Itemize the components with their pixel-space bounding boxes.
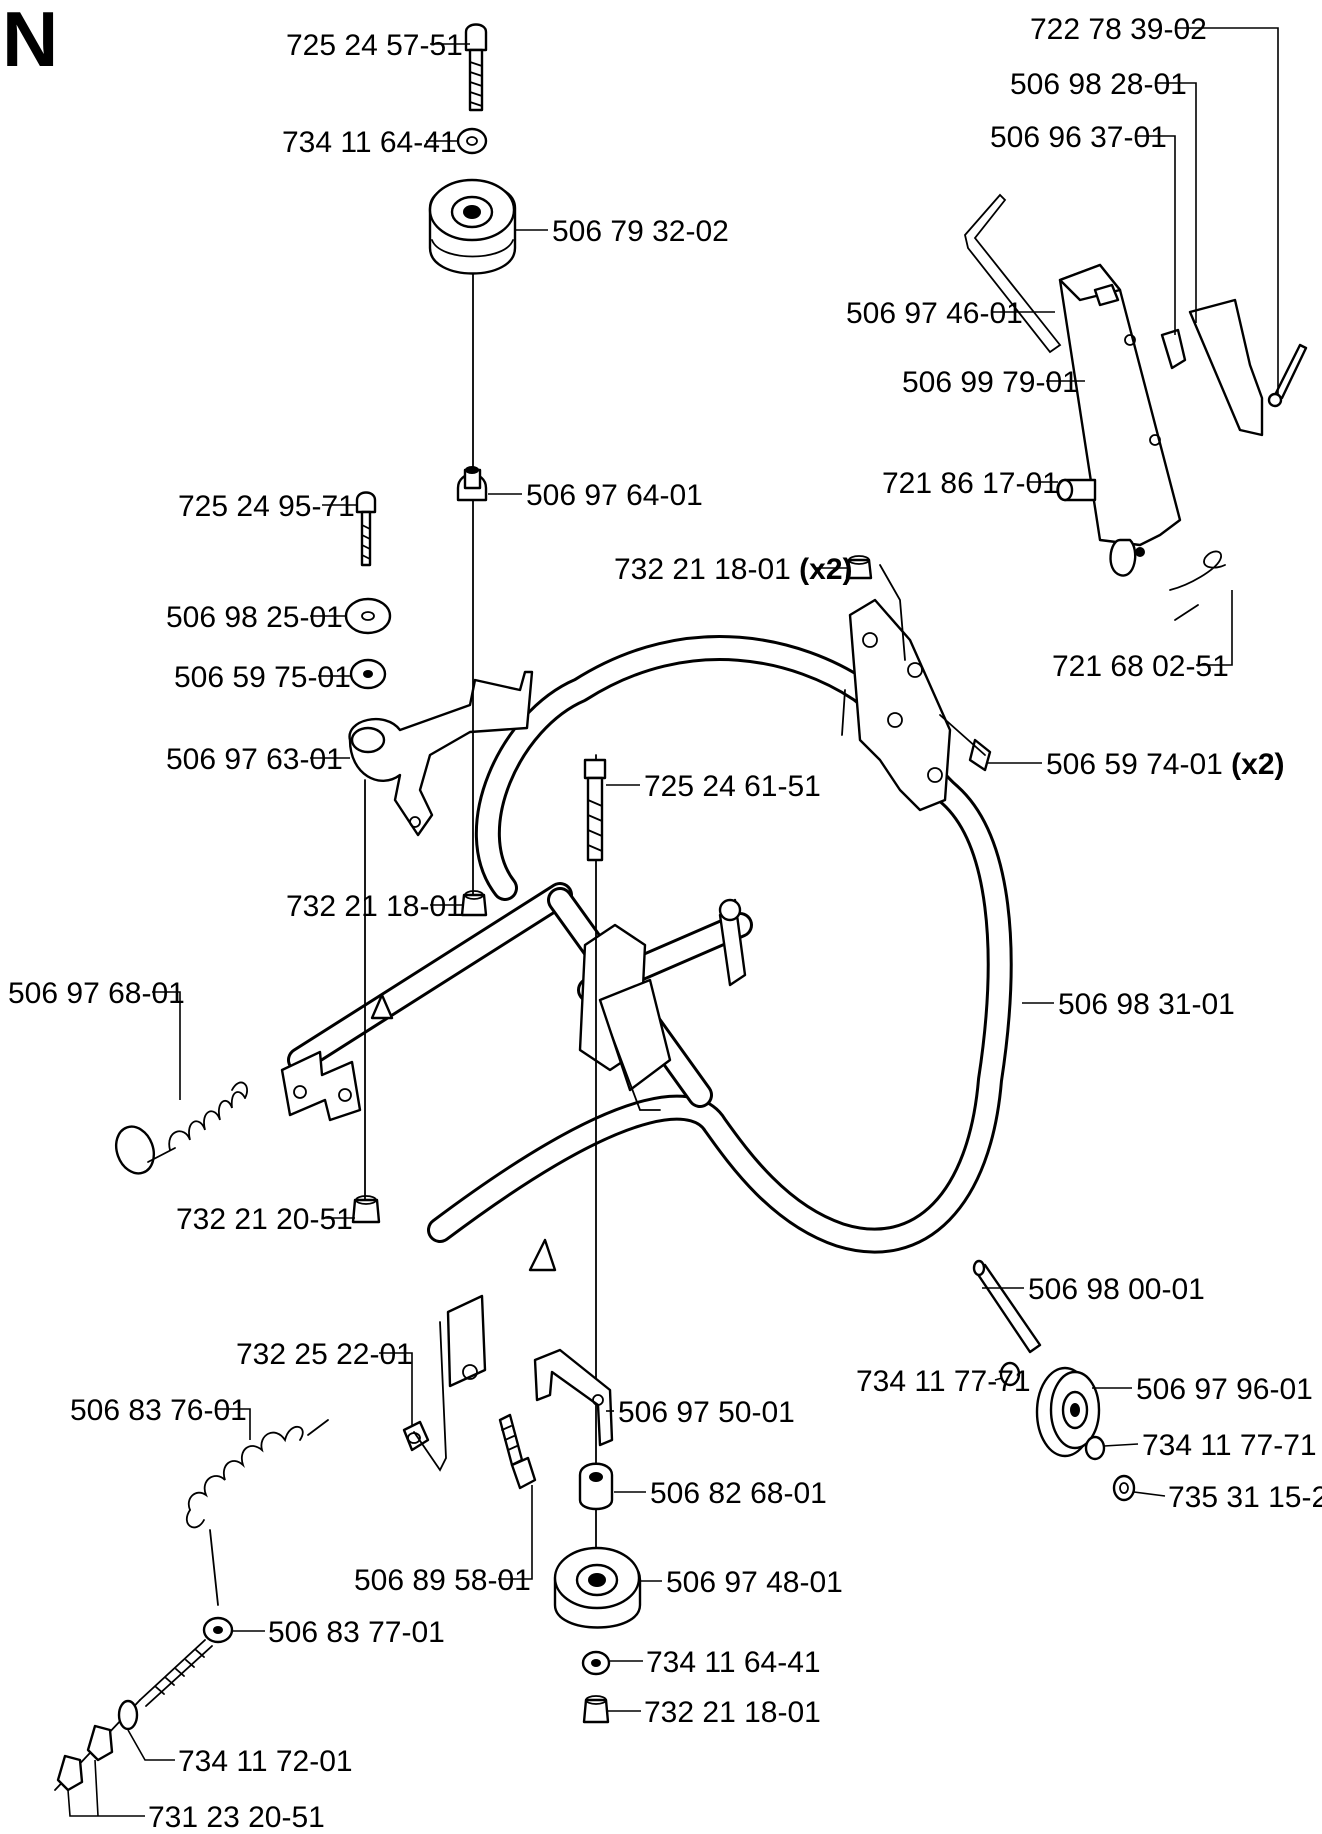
part-number: 725 24 61-51: [644, 770, 821, 803]
section-letter: N: [2, 0, 58, 83]
part-number-label: 732 21 18-01 (x2): [614, 553, 853, 586]
part-number: 732 21 20-51: [176, 1203, 353, 1236]
part-number: 732 21 18-01: [614, 553, 791, 586]
part-number: 732 21 18-01: [286, 890, 463, 923]
part-number: 725 24 57-51: [286, 29, 463, 62]
part-number: 506 98 31-01: [1058, 988, 1235, 1021]
part-number: 732 25 22-01: [236, 1338, 413, 1371]
part-number-label: 722 78 39-02: [1030, 13, 1207, 46]
part-number-label: 725 24 61-51: [644, 770, 821, 803]
part-labels: 725 24 57-51 734 11 64-41 506 79 32-02 506 …: [8, 13, 1322, 1834]
part-number: 506 97 63-01: [166, 743, 343, 776]
part-number-label: 734 11 77-71: [856, 1365, 1031, 1398]
part-number: 734 11 64-41: [646, 1646, 821, 1679]
part-number: 734 11 64-41: [282, 126, 457, 159]
part-number: 506 83 77-01: [268, 1616, 445, 1649]
part-number-label: 506 82 68-01: [650, 1477, 827, 1510]
part-number-label: 506 59 75-01: [174, 661, 351, 694]
part-number-label: 506 98 25-01: [166, 601, 343, 634]
part-number: 506 59 74-01: [1046, 748, 1223, 781]
part-number: 734 11 72-01: [178, 1745, 353, 1778]
part-number: 506 97 68-01: [8, 977, 185, 1010]
part-number-label: 735 31 15-20: [1168, 1481, 1322, 1514]
part-number: 506 98 00-01: [1028, 1273, 1205, 1306]
part-number: 506 98 28-01: [1010, 68, 1187, 101]
part-number: 721 68 02-51: [1052, 650, 1229, 683]
left-bracket: [280, 1050, 362, 1122]
part-number: 725 24 95-71: [178, 490, 355, 523]
pulley-top: [428, 178, 517, 275]
part-number: 506 97 64-01: [526, 479, 703, 512]
part-number-label: 725 24 57-51: [286, 29, 463, 62]
exploded-drawing: [54, 23, 1308, 1792]
part-number: 506 99 79-01: [902, 366, 1079, 399]
part-number-label: 506 97 46-01: [846, 297, 1023, 330]
part-number-label: 732 21 18-01: [644, 1696, 821, 1729]
part-number-label: 506 96 37-01: [990, 121, 1167, 154]
part-number: 722 78 39-02: [1030, 13, 1207, 46]
part-number-label: 506 97 68-01: [8, 977, 185, 1010]
part-number: 735 31 15-20: [1168, 1481, 1322, 1514]
part-number: 732 21 18-01: [644, 1696, 821, 1729]
part-number-label: 506 59 74-01 (x2): [1046, 748, 1285, 781]
part-number: 506 97 96-01: [1136, 1373, 1313, 1406]
part-number: 506 59 75-01: [174, 661, 351, 694]
bolt-725-24-57-51: [464, 23, 488, 112]
part-number-label: 734 11 64-41: [646, 1646, 821, 1679]
leader-lines: [67, 27, 1279, 1817]
part-number-label: 506 97 64-01: [526, 479, 703, 512]
part-number-label: 506 97 63-01: [166, 743, 343, 776]
part-number: 506 83 76-01: [70, 1394, 247, 1427]
part-number-label: 721 86 17-01: [882, 467, 1059, 500]
part-number: 506 96 37-01: [990, 121, 1167, 154]
part-number-label: 506 83 77-01: [268, 1616, 445, 1649]
part-number-label: 506 89 58-01: [354, 1564, 531, 1597]
part-number: 506 97 48-01: [666, 1566, 843, 1599]
part-number-label: 506 97 96-01: [1136, 1373, 1313, 1406]
part-number: 506 82 68-01: [650, 1477, 827, 1510]
idler-arm: [348, 670, 534, 837]
part-number: 506 89 58-01: [354, 1564, 531, 1597]
spring-506-97-68-01: [114, 1081, 248, 1175]
part-number-label: 725 24 95-71: [178, 490, 355, 523]
quantity-note: (x2): [791, 553, 853, 586]
part-number-label: 732 21 20-51: [176, 1203, 353, 1236]
part-number-label: 506 98 00-01: [1028, 1273, 1205, 1306]
part-number-label: 506 99 79-01: [902, 366, 1079, 399]
part-number-label: 732 25 22-01: [236, 1338, 413, 1371]
spring-506-83-76-01: [185, 1419, 329, 1606]
part-number-label: 734 11 77-71: [1142, 1429, 1317, 1462]
part-number: 734 11 77-71: [1142, 1429, 1317, 1462]
part-number-label: 732 21 18-01: [286, 890, 463, 923]
part-number-label: 731 23 20-51: [148, 1801, 325, 1834]
part-number-label: 721 68 02-51: [1052, 650, 1229, 683]
part-number: 506 79 32-02: [552, 215, 729, 248]
part-number-label: 506 98 31-01: [1058, 988, 1235, 1021]
quantity-note: (x2): [1223, 748, 1285, 781]
part-number-label: 506 83 76-01: [70, 1394, 247, 1427]
part-number-label: 506 79 32-02: [552, 215, 729, 248]
part-number: 734 11 77-71: [856, 1365, 1031, 1398]
part-number: 506 97 50-01: [618, 1396, 795, 1429]
part-number-label: 506 98 28-01: [1010, 68, 1187, 101]
part-number-label: 734 11 64-41: [282, 126, 457, 159]
part-number-label: 506 97 50-01: [618, 1396, 795, 1429]
mounting-plate: [848, 598, 952, 812]
part-number: 731 23 20-51: [148, 1801, 325, 1834]
part-number: 506 97 46-01: [846, 297, 1023, 330]
part-number-label: 734 11 72-01: [178, 1745, 353, 1778]
part-number: 721 86 17-01: [882, 467, 1059, 500]
pedal-assembly: [964, 193, 1308, 621]
bracket-506-97-50-01: [533, 1348, 614, 1447]
part-number: 506 98 25-01: [166, 601, 343, 634]
lower-bracket: [446, 1294, 487, 1388]
part-number-label: 506 97 48-01: [666, 1566, 843, 1599]
